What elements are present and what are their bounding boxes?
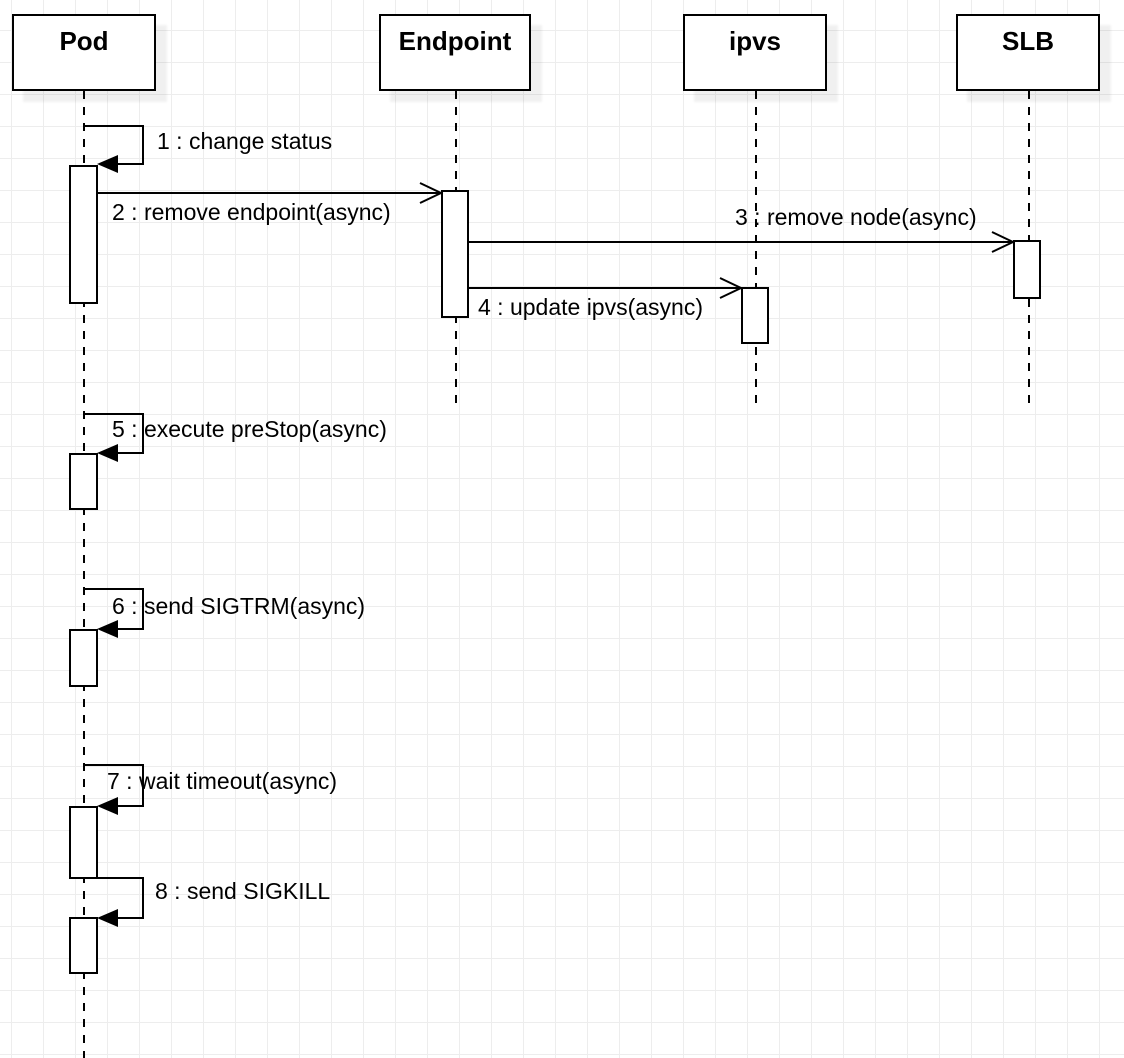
self-message-8-arrow xyxy=(97,877,144,927)
self-message-5-arrow xyxy=(84,413,144,462)
slb-activation xyxy=(1013,240,1041,299)
endpoint-activation xyxy=(441,190,469,318)
actor-label-endpoint: Endpoint xyxy=(398,26,512,56)
pod-activation-8 xyxy=(69,917,98,974)
ipvs-activation xyxy=(741,287,769,344)
message-label-2: 2 : remove endpoint(async) xyxy=(112,199,391,225)
self-message-1-arrow xyxy=(84,125,144,173)
open-arrowhead-icon xyxy=(991,231,1016,253)
open-arrowhead-icon xyxy=(719,277,744,299)
pod-activation-6 xyxy=(69,629,98,687)
actor-box-ipvs: ipvs xyxy=(683,14,827,91)
actor-box-pod: Pod xyxy=(12,14,156,91)
pod-activation-1 xyxy=(69,165,98,304)
self-message-7-arrow xyxy=(84,764,144,815)
message-label-8: 8 : send SIGKILL xyxy=(155,878,331,904)
actor-box-endpoint: Endpoint xyxy=(379,14,531,91)
message-label-5: 5 : execute preStop(async) xyxy=(112,416,387,442)
pod-activation-7 xyxy=(69,806,98,879)
actor-label-slb: SLB xyxy=(1002,26,1054,56)
message-label-4: 4 : update ipvs(async) xyxy=(478,294,704,320)
filled-arrowhead-icon xyxy=(97,797,118,815)
message-label-3: 3 : remove node(async) xyxy=(735,204,977,230)
filled-arrowhead-icon xyxy=(97,155,118,173)
message-4-arrow xyxy=(468,277,744,299)
actor-label-ipvs: ipvs xyxy=(728,26,782,56)
message-3-arrow xyxy=(468,231,1016,253)
self-message-6-arrow xyxy=(84,588,144,638)
pod-activation-5 xyxy=(69,453,98,510)
actor-label-pod: Pod xyxy=(59,26,109,56)
message-label-6: 6 : send SIGTRM(async) xyxy=(112,593,366,619)
message-label-1: 1 : change status xyxy=(157,128,333,154)
filled-arrowhead-icon xyxy=(97,909,118,927)
message-2-arrow xyxy=(97,182,444,204)
open-arrowhead-icon xyxy=(419,182,444,204)
message-label-7: 7 : wait timeout(async) xyxy=(107,768,338,794)
filled-arrowhead-icon xyxy=(97,620,118,638)
actor-box-slb: SLB xyxy=(956,14,1100,91)
filled-arrowhead-icon xyxy=(97,444,118,462)
